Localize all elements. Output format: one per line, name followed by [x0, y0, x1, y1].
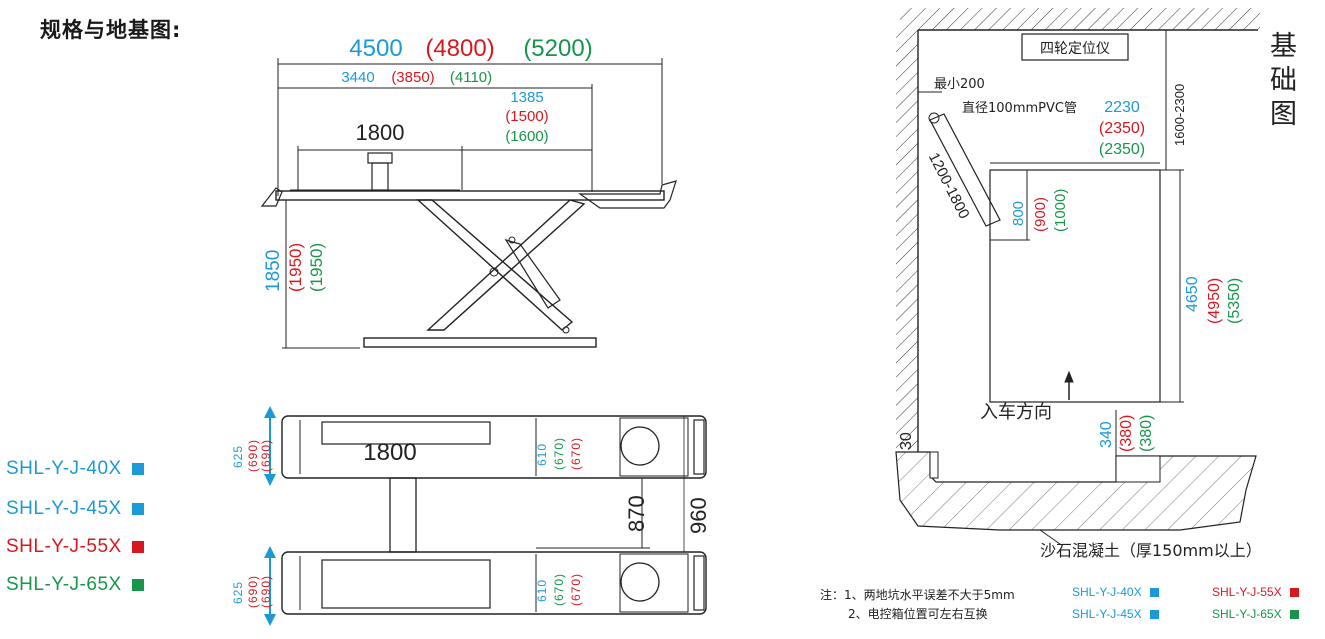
note-line-1: 注：1、两地坑水平误差不大于5mm: [820, 588, 1015, 602]
concrete-label: 沙石混凝土（厚150mm以上）: [1040, 541, 1262, 560]
offset: 800: [1010, 200, 1027, 226]
legend-item: SHL-Y-J-55X: [1212, 585, 1299, 599]
dim-deck-55: (3850): [391, 69, 434, 86]
dim-platform: 1800: [356, 120, 405, 145]
model-item: SHL-Y-J-55X: [6, 536, 144, 558]
swatch-icon: [131, 462, 144, 475]
pit-width: 2230: [1104, 99, 1140, 116]
model-item: SHL-Y-J-40X: [6, 458, 144, 480]
swatch-icon: [131, 540, 144, 553]
pipe-label: 直径100mmPVC管: [962, 101, 1077, 116]
pit-width-65: (2350): [1099, 141, 1145, 158]
wall-distance: 1600-2300: [1172, 83, 1187, 146]
side-length-total: 4500 (4800) (5200): [349, 35, 592, 62]
swatch-icon: [1149, 610, 1159, 620]
dim-deck-65: (4110): [450, 69, 492, 86]
aligner-label: 四轮定位仪: [1040, 41, 1110, 57]
swatch-icon: [1149, 588, 1159, 598]
offset-55: (900): [1032, 196, 1049, 232]
swatch-icon: [131, 502, 144, 515]
top-length: 1800: [363, 439, 416, 466]
dim-ext-55: (1500): [505, 108, 548, 125]
pit-depth-65: (380): [1138, 414, 1155, 452]
pit-length-65: (5350): [1226, 277, 1243, 324]
page-title: 规格与地基图:: [40, 18, 182, 42]
dim-total-65: (5200): [523, 35, 592, 62]
pit-width-55: (2350): [1099, 120, 1145, 137]
side-ext: 1385 (1500) (1600): [505, 89, 548, 145]
lip-height: 30: [898, 432, 915, 450]
pit-length: 4650: [1184, 276, 1201, 312]
pit-length-55: (4950): [1206, 277, 1223, 324]
swatch-icon: [131, 578, 144, 591]
swatch-icon: [1289, 610, 1299, 620]
dim-total-55: (4800): [425, 35, 494, 62]
top-view: [281, 415, 707, 615]
offset-65: (1000): [1052, 188, 1069, 232]
foundation-title: 基 础 图: [1270, 31, 1297, 130]
dim-total: 4500: [349, 35, 402, 62]
pit-depth-55: (380): [1118, 414, 1135, 452]
min-dist-label: 最小200: [934, 77, 985, 92]
side-view: [260, 58, 677, 349]
swatch-icon: [1289, 588, 1299, 598]
model-item: SHL-Y-J-65X: [6, 574, 144, 596]
entry-direction: 入车方向: [980, 402, 1052, 423]
dim-deck: 3440: [341, 69, 374, 86]
note-line-2: 2、电控箱位置可左右互换: [848, 607, 988, 621]
legend-item: SHL-Y-J-45X: [1072, 607, 1159, 621]
width-arrows: [264, 406, 276, 626]
legend-item: SHL-Y-J-40X: [1072, 585, 1159, 599]
dim-ext-65: (1600): [505, 128, 548, 145]
pit-depth: 340: [1098, 421, 1115, 448]
model-item: SHL-Y-J-45X: [6, 498, 144, 520]
dim-ext: 1385: [510, 89, 543, 106]
legend-item: SHL-Y-J-65X: [1212, 607, 1299, 621]
side-deck: 3440 (3850) (4110): [341, 69, 492, 86]
